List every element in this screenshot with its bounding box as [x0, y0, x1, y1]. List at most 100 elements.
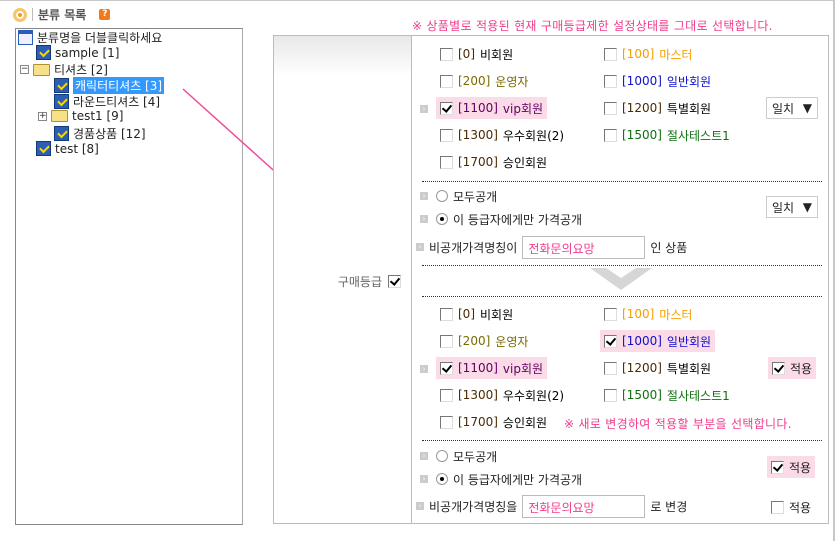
apply-private-name-toggle[interactable]: 적용 [767, 496, 815, 518]
apply-checkbox[interactable] [771, 460, 784, 474]
tree-root[interactable]: 분류명을 더블클릭하세요 [18, 29, 162, 46]
grade-checkbox[interactable] [440, 74, 453, 88]
grade-checkbox[interactable] [440, 128, 453, 142]
grade-checkbox[interactable] [440, 155, 453, 169]
grade-option[interactable]: [1200]특별회원 [600, 97, 715, 119]
grade-name: 승인회원 [502, 415, 548, 430]
radio-label: 이 등급자에게만 가격공개 [453, 212, 583, 227]
radio-show-only-grade[interactable]: 이 등급자에게만 가격공개 [432, 208, 586, 230]
grade-option[interactable]: [1000]일반회원 [600, 330, 716, 352]
notice-new: ※ 새로 변경하여 적용할 부분을 선택합니다. [564, 417, 792, 431]
grade-name: 마스터 [659, 47, 693, 62]
grade-option[interactable]: [100]마스터 [600, 43, 696, 65]
match-select[interactable]: 일치▼ [766, 97, 818, 119]
tree-node[interactable]: −티셔츠 [2] [20, 61, 108, 78]
help-icon[interactable]: ? [99, 9, 111, 20]
grade-checkbox[interactable] [604, 388, 617, 402]
radio[interactable] [436, 190, 448, 202]
bullet-icon: › [420, 452, 428, 460]
grade-option[interactable]: [1100] vip회원 [436, 357, 548, 379]
private-suffix: 인 상품 [650, 240, 688, 255]
apply-visibility-toggle[interactable]: 적용 [767, 456, 816, 478]
bullet-icon: › [420, 192, 428, 200]
grade-checkbox[interactable] [440, 334, 453, 348]
panel-title: 분류 목록 [38, 8, 87, 22]
grade-checkbox[interactable] [604, 307, 617, 321]
apply-checkbox[interactable] [771, 500, 784, 514]
grade-option[interactable]: [1500]절사테스트1 [600, 124, 734, 146]
grade-option[interactable]: [1100]vip회원 [436, 97, 548, 119]
radio[interactable] [436, 213, 448, 225]
label-column: 구매등급 [274, 36, 412, 523]
tree-node-label: 캐릭터티셔츠 [3] [73, 77, 165, 94]
grade-checkbox[interactable] [440, 415, 453, 429]
grade-checkbox[interactable] [604, 47, 617, 61]
tree-node[interactable]: +test1 [9] [38, 109, 124, 123]
grade-checkbox[interactable] [604, 101, 617, 115]
tree-node-selected[interactable]: 캐릭터티셔츠 [3] [54, 77, 165, 94]
radio[interactable] [436, 450, 448, 462]
apply-grade-toggle[interactable]: 적용 [768, 357, 817, 379]
match-select-2[interactable]: 일치▼ [766, 196, 818, 218]
grade-checkbox[interactable] [604, 128, 617, 142]
grade-checkbox[interactable] [604, 334, 617, 348]
apply-checkbox[interactable] [772, 361, 785, 375]
category-tree[interactable]: 분류명을 더블클릭하세요 sample [1] −티셔츠 [2] 캐릭터티셔츠 … [15, 28, 243, 525]
grade-name: 승인회원 [502, 155, 548, 170]
private-name-input[interactable]: 전화문의요망 [522, 235, 646, 259]
grade-option[interactable]: [200]운영자 [436, 330, 532, 352]
grade-checkbox[interactable] [440, 361, 453, 375]
grade-option[interactable]: [200]운영자 [436, 70, 532, 92]
bullet-icon: › [416, 243, 424, 251]
radio[interactable] [436, 473, 448, 485]
grade-code: [1300] [458, 128, 498, 142]
grade-code: [1700] [458, 155, 498, 169]
expand-icon[interactable]: + [38, 110, 47, 121]
grade-name: 운영자 [495, 334, 529, 349]
radio-show-only-grade-new[interactable]: 이 등급자에게만 가격공개 [432, 468, 586, 490]
folder-icon [51, 110, 68, 122]
grade-option[interactable]: [1300]우수회원(2) [436, 124, 568, 146]
grade-option[interactable]: [1300] 우수회원(2) [436, 384, 568, 406]
category-icon [36, 141, 51, 156]
grade-checkbox[interactable] [440, 101, 453, 115]
divider [422, 265, 822, 266]
panel-header: 분류 목록 ? [13, 6, 111, 23]
grade-name: vip회원 [502, 361, 544, 376]
grade-option[interactable]: [0]비회원 [436, 303, 517, 325]
tree-node[interactable]: sample [1] [36, 45, 119, 60]
purchase-grade-label: 구매등급 [337, 275, 382, 289]
grade-code: [0] [458, 307, 475, 321]
private-name-new-input[interactable]: 전화문의요망 [522, 494, 646, 518]
grade-option[interactable]: [1000]일반회원 [600, 70, 715, 92]
grade-name: 우수회원(2) [502, 388, 565, 403]
grade-option[interactable]: [1200]특별회원 [600, 357, 715, 379]
category-icon [54, 78, 69, 93]
grade-option[interactable]: [0]비회원 [436, 43, 517, 65]
chevron-down-icon: ▼ [802, 200, 812, 214]
radio-show-all[interactable]: 모두공개 [432, 185, 501, 207]
grade-name: 절사테스트1 [666, 128, 730, 143]
tree-node-label: sample [1] [55, 45, 120, 60]
tree-node[interactable]: 라운드티셔츠 [4] [54, 93, 160, 110]
grade-checkbox[interactable] [440, 307, 453, 321]
grade-checkbox[interactable] [440, 388, 453, 402]
grade-code: [1300] [458, 388, 498, 402]
grade-checkbox[interactable] [604, 361, 617, 375]
tree-node[interactable]: 경품상품 [12] [54, 125, 146, 142]
collapse-icon[interactable]: − [20, 64, 29, 74]
grade-option[interactable]: [1700]승인회원 [436, 411, 551, 433]
private-prefix: 비공개가격명칭을 [429, 499, 518, 514]
grade-code: [1200] [622, 361, 662, 375]
tree-node[interactable]: test [8] [36, 141, 99, 156]
radio-show-all-new[interactable]: 모두공개 [432, 445, 501, 467]
divider [32, 8, 33, 21]
grade-checkbox[interactable] [604, 74, 617, 88]
grade-option[interactable]: [100]마스터 [600, 303, 696, 325]
grade-checkbox[interactable] [440, 47, 453, 61]
grade-code: [1100] [458, 361, 498, 375]
grade-option[interactable]: [1700] 승인회원 [436, 151, 551, 173]
grade-option[interactable]: [1500]절사테스트1 [600, 384, 734, 406]
purchase-grade-checkbox[interactable] [388, 275, 401, 288]
select-value: 일치 [772, 101, 795, 116]
